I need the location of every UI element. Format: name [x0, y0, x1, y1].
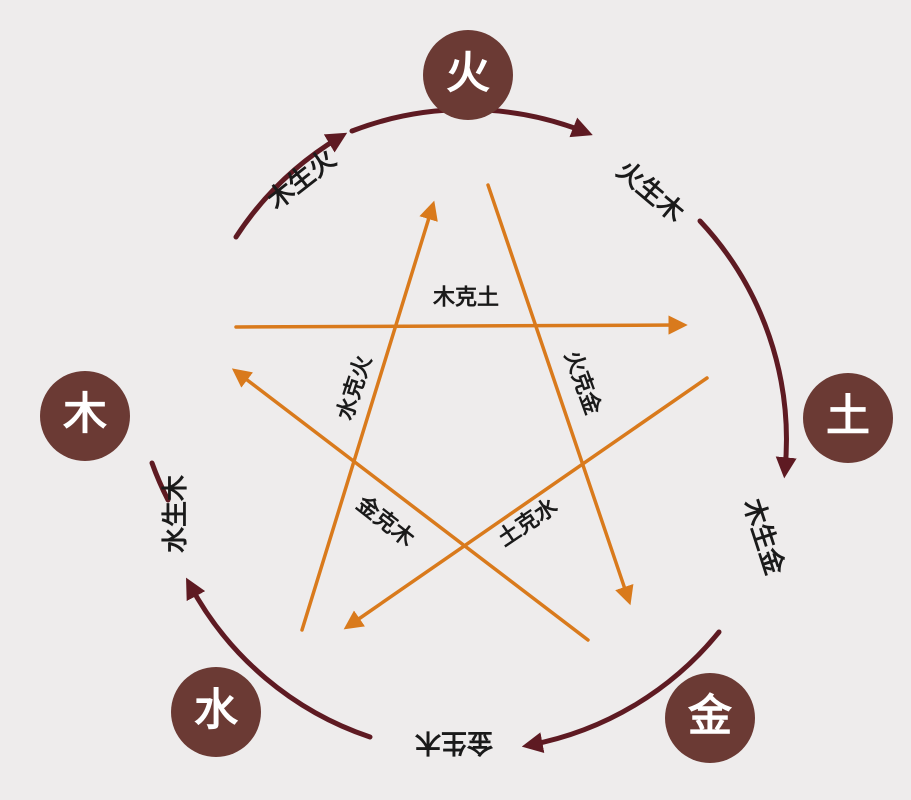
label-metal-wood: 金克木 [351, 490, 421, 552]
arrow-earth-water [343, 376, 709, 630]
node-label-earth: 土 [826, 391, 870, 442]
element-node-metal: 金 [665, 673, 755, 763]
element-node-earth: 土 [803, 373, 893, 463]
arrow-wood-earth [234, 315, 688, 335]
node-label-wood: 木 [63, 389, 107, 440]
node-label-metal: 金 [687, 691, 733, 742]
node-label-water: 水 [194, 685, 239, 736]
controlling-cycle [231, 183, 709, 642]
node-label-fire: 火 [446, 48, 490, 99]
arc-metal-to-water [521, 629, 722, 753]
element-node-fire: 火 [423, 30, 513, 120]
arc-wood-lower [149, 460, 171, 503]
element-node-wood: 木 [40, 371, 130, 461]
element-node-water: 水 [171, 667, 261, 757]
label-water-to-wood: 水生木 [161, 475, 191, 553]
generating-cycle [149, 107, 797, 753]
label-wood-to-fire: 木生火 [261, 144, 342, 216]
label-fire-metal: 火克金 [559, 347, 606, 419]
arrow-metal-wood [231, 368, 590, 642]
arrow-water-fire [300, 200, 438, 632]
arc-fire-to-earth [697, 218, 797, 479]
label-earth-to-metal: 木生金 [736, 494, 790, 580]
label-fire-to-earth: 火生木 [610, 155, 689, 228]
arrow-fire-metal [486, 183, 634, 606]
label-wood-earth: 木克土 [432, 285, 499, 311]
arc-water-to-wood [186, 577, 373, 740]
label-metal-to-water: 金生木 [415, 727, 494, 758]
arc-wood-to-fire [233, 132, 348, 240]
